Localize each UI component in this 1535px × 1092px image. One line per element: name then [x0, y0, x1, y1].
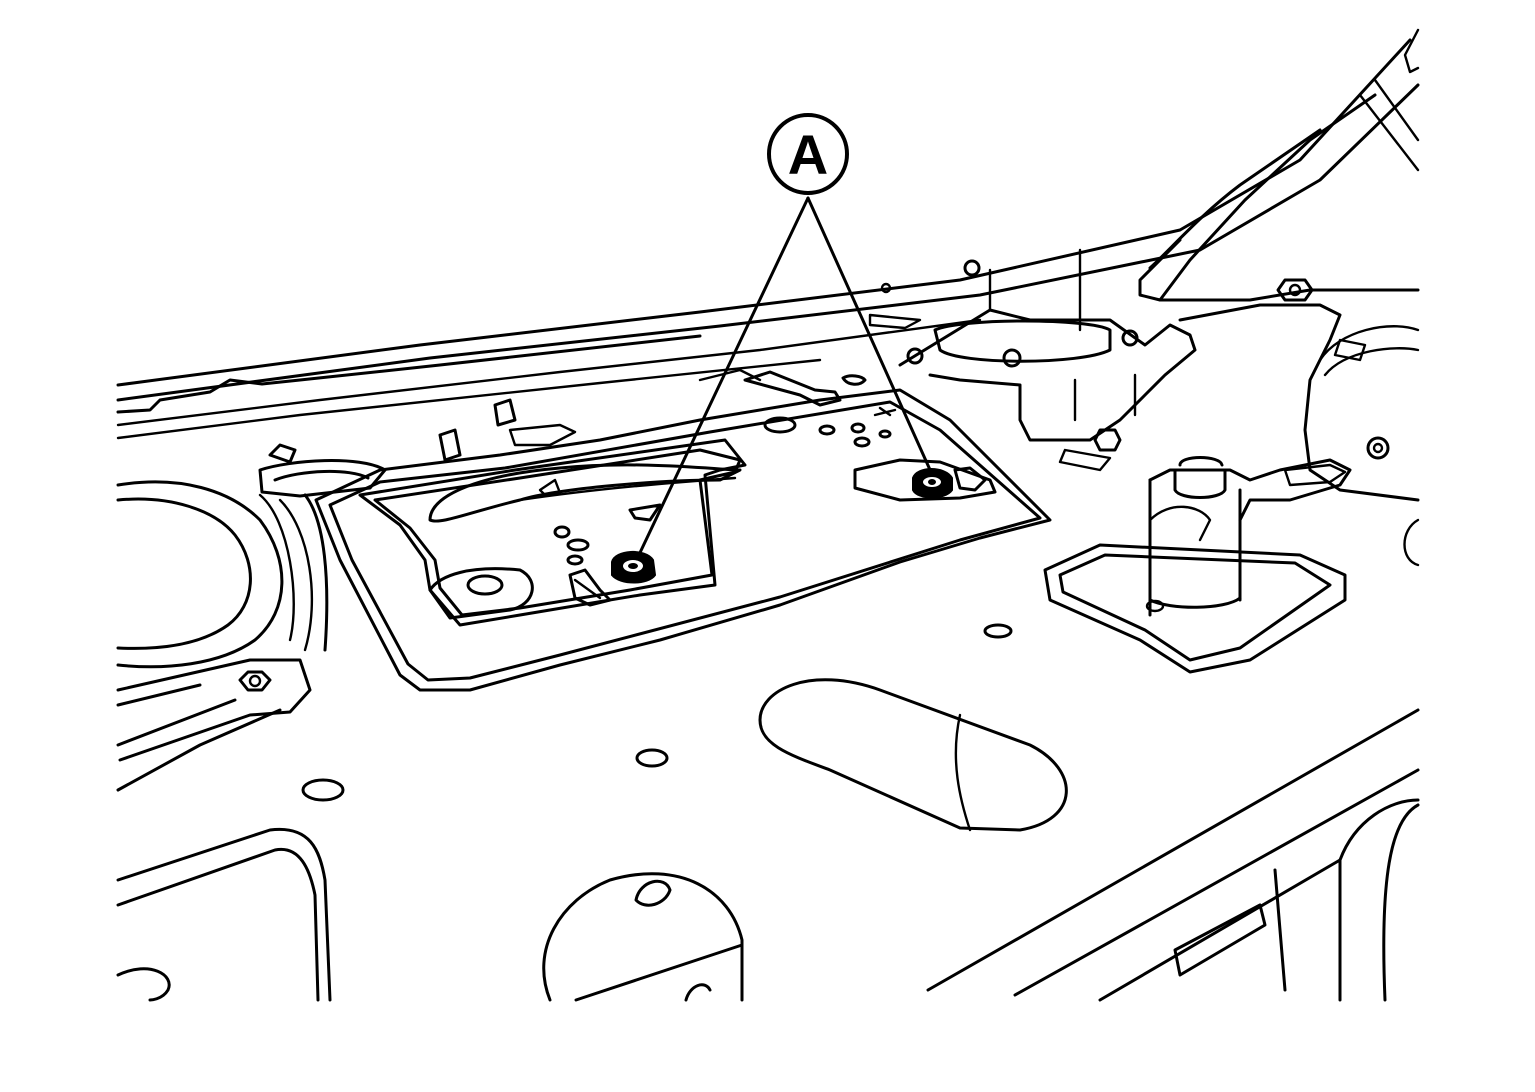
- leader-line-left: [635, 196, 810, 561]
- leader-line-right: [806, 196, 933, 474]
- right-strut-tower: [1138, 78, 1420, 567]
- fastener-group: [611, 468, 953, 584]
- callout-circle: [767, 113, 849, 195]
- fastener-right: [912, 468, 953, 499]
- upper-bracket: [898, 248, 1314, 472]
- center-panel: [314, 282, 1052, 692]
- callout-label: A: [788, 123, 828, 186]
- callout-a: A: [635, 113, 933, 561]
- left-wheel-housing: [116, 443, 387, 792]
- fastener-left: [611, 551, 657, 584]
- lower-floor-panel: [116, 623, 1420, 1002]
- rear-body-upper-edge: [116, 28, 1420, 440]
- tie-down-bracket: [1043, 456, 1352, 674]
